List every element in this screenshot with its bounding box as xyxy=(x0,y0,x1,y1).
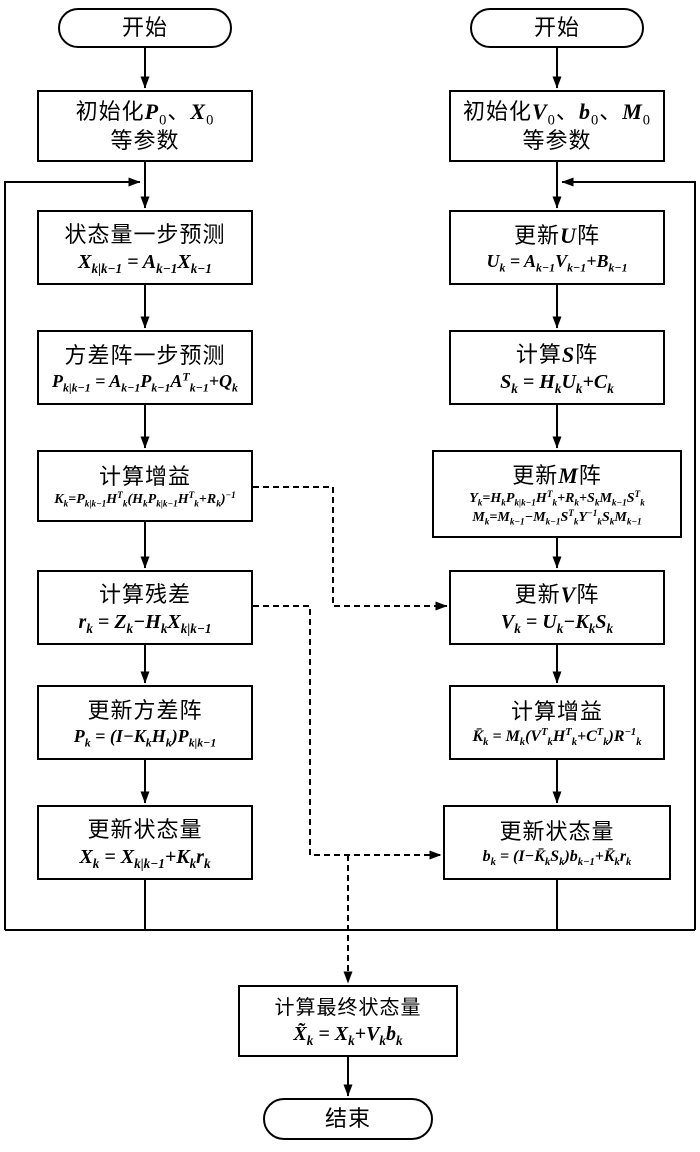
predict-state-node: 状态量一步预测 Xk|k−1 = Ak−1Xk−1 xyxy=(37,210,253,285)
node-title: 更新M阵 xyxy=(512,463,602,489)
node-title: 更新状态量 xyxy=(499,819,615,845)
start-node-left: 开始 xyxy=(58,8,232,48)
node-formula: Mk=Mk−1−Mk−1STkY−1kSkMk−1 xyxy=(472,507,642,527)
node-title: 更新方差阵 xyxy=(87,698,203,724)
node-formula: Yk=HkPk|k−1HTk+Rk+SkMk−1STk xyxy=(469,488,645,508)
node-formula: Vk = Uk−KkSk xyxy=(500,610,614,636)
compute-s-node: 计算S阵 Sk = HkUk+Ck xyxy=(449,330,665,405)
node-title: 计算S阵 xyxy=(515,341,599,367)
node-title: 计算残差 xyxy=(98,581,191,607)
end-node: 结束 xyxy=(263,1098,433,1140)
update-u-node: 更新U阵 Uk = Ak−1Vk−1+Bk−1 xyxy=(449,210,665,285)
start-label: 开始 xyxy=(121,15,168,41)
loop-return-right xyxy=(561,177,696,930)
node-line: 初始化P0、X0 xyxy=(75,98,215,129)
node-formula: bk = (I−K̄kSk)bk−1+K̄krk xyxy=(482,848,632,869)
residual-node: 计算残差 rk = Zk−HkXk|k−1 xyxy=(37,570,253,645)
gain-node-left: 计算增益 Kk=Pk|k−1HTk(HkPk|k−1HTk+Rk)−1 xyxy=(37,450,253,522)
node-title: 更新V阵 xyxy=(514,581,600,607)
dashed-gain-to-v xyxy=(253,486,448,611)
final-state-node: 计算最终状态量 X̃k = Xk+Vkbk xyxy=(238,985,458,1057)
loop-return-left xyxy=(4,177,141,930)
start-node-right: 开始 xyxy=(470,8,644,48)
node-formula: X̃k = Xk+Vkbk xyxy=(293,1023,403,1049)
node-line: 初始化V0、b0、M0 xyxy=(462,98,652,129)
node-title: 更新状态量 xyxy=(87,816,203,842)
node-title: 方差阵一步预测 xyxy=(64,343,226,369)
init-node-left: 初始化P0、X0 等参数 xyxy=(37,90,253,162)
dashed-residual-to-state xyxy=(253,605,442,860)
end-label: 结束 xyxy=(324,1106,371,1132)
predict-covariance-node: 方差阵一步预测 Pk|k−1 = Ak−1Pk−1ATk−1+Qk xyxy=(37,330,253,405)
node-title: 计算增益 xyxy=(98,464,191,490)
init-node-right: 初始化V0、b0、M0 等参数 xyxy=(449,90,665,162)
node-title: 更新U阵 xyxy=(514,223,600,249)
node-title: 计算增益 xyxy=(510,699,603,725)
node-formula: Kk=Pk|k−1HTk(HkPk|k−1HTk+Rk)−1 xyxy=(54,490,236,509)
node-formula: Xk = Xk|k−1+Kkrk xyxy=(79,845,211,871)
update-covariance-node: 更新方差阵 Pk = (I−KkHk)Pk|k−1 xyxy=(37,685,253,760)
node-line: 等参数 xyxy=(110,128,180,153)
node-formula: Pk = (I−KkHk)Pk|k−1 xyxy=(73,726,217,750)
node-formula: Pk|k−1 = Ak−1Pk−1ATk−1+Qk xyxy=(52,369,238,395)
node-formula: Xk|k−1 = Ak−1Xk−1 xyxy=(78,250,212,276)
update-v-node: 更新V阵 Vk = Uk−KkSk xyxy=(449,570,665,645)
node-formula: Uk = Ak−1Vk−1+Bk−1 xyxy=(486,251,628,275)
update-state-node-right: 更新状态量 bk = (I−K̄kSk)bk−1+K̄krk xyxy=(443,805,671,880)
update-m-node: 更新M阵 Yk=HkPk|k−1HTk+Rk+SkMk−1STk Mk=Mk−1… xyxy=(432,450,682,538)
node-line: 等参数 xyxy=(522,128,592,153)
node-formula: K̄k = Mk(VTkHTk+CTk)R−1k xyxy=(472,727,642,749)
node-title: 计算最终状态量 xyxy=(274,996,422,1019)
start-label: 开始 xyxy=(533,15,580,41)
update-state-node-left: 更新状态量 Xk = Xk|k−1+Kkrk xyxy=(37,805,253,880)
node-formula: Sk = HkUk+Ck xyxy=(500,370,614,396)
node-title: 状态量一步预测 xyxy=(64,221,226,247)
gain-node-right: 计算增益 K̄k = Mk(VTkHTk+CTk)R−1k xyxy=(449,685,665,760)
node-formula: rk = Zk−HkXk|k−1 xyxy=(78,610,212,636)
